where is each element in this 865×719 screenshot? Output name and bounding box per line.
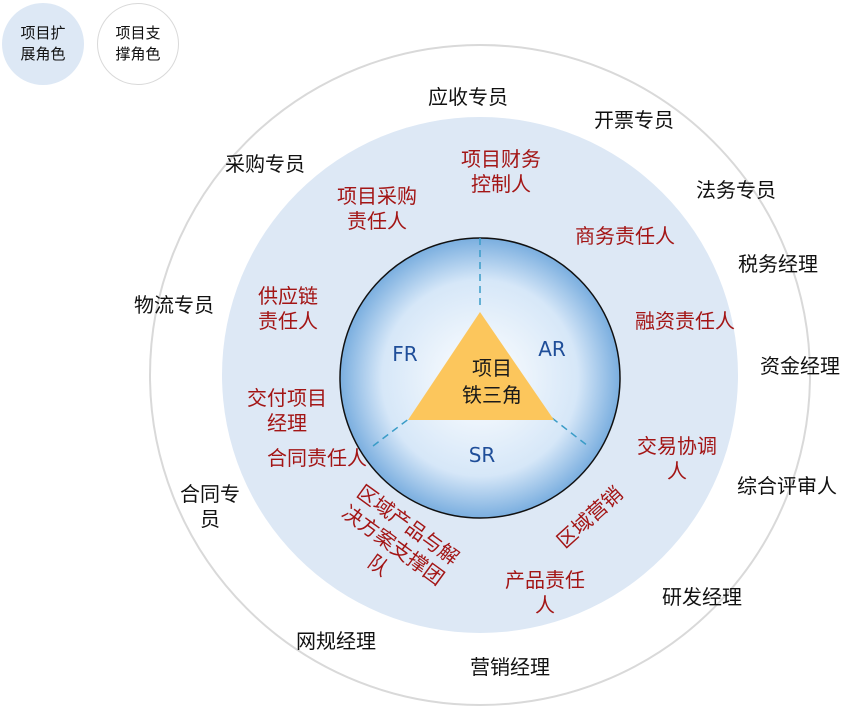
inner-role-procurement: 项目采购 责任人 [337,184,417,233]
legend-support-role: 项目支 撑角色 [97,3,179,85]
outer-role-invoicing: 开票专员 [594,108,674,132]
inner-role-product: 产品责任 人 [505,568,585,617]
outer-role-tax: 税务经理 [738,252,818,276]
inner-role-finance-control: 项目财务 控制人 [461,147,541,196]
legend-extension-role: 项目扩 展角色 [2,3,84,85]
outer-role-receivable: 应收专员 [428,85,508,109]
inner-role-supply-chain: 供应链 责任人 [258,284,318,333]
inner-role-transaction: 交易协调 人 [637,434,717,483]
core-label-ar: AR [538,337,566,361]
outer-role-marketing: 营销经理 [470,655,550,679]
outer-role-contract-specialist: 合同专 员 [180,482,240,531]
divider-right [551,417,589,447]
center-label: 项目 铁三角 [462,356,522,407]
inner-role-delivery-manager: 交付项目 经理 [247,386,327,435]
inner-role-contract: 合同责任人 [267,446,367,470]
outer-role-legal: 法务专员 [696,178,776,202]
outer-role-purchasing: 采购专员 [225,152,305,176]
outer-role-network-planning: 网规经理 [296,629,376,653]
core-label-fr: FR [392,342,418,366]
inner-role-financing: 融资责任人 [635,309,735,333]
outer-role-funds: 资金经理 [760,354,840,378]
core-label-sr: SR [468,443,496,467]
outer-role-rnd: 研发经理 [662,585,742,609]
divider-left [372,417,411,447]
inner-role-business: 商务责任人 [575,224,675,248]
iron-triangle [408,312,554,420]
outer-role-logistics: 物流专员 [134,293,214,317]
outer-role-review: 综合评审人 [737,474,837,498]
